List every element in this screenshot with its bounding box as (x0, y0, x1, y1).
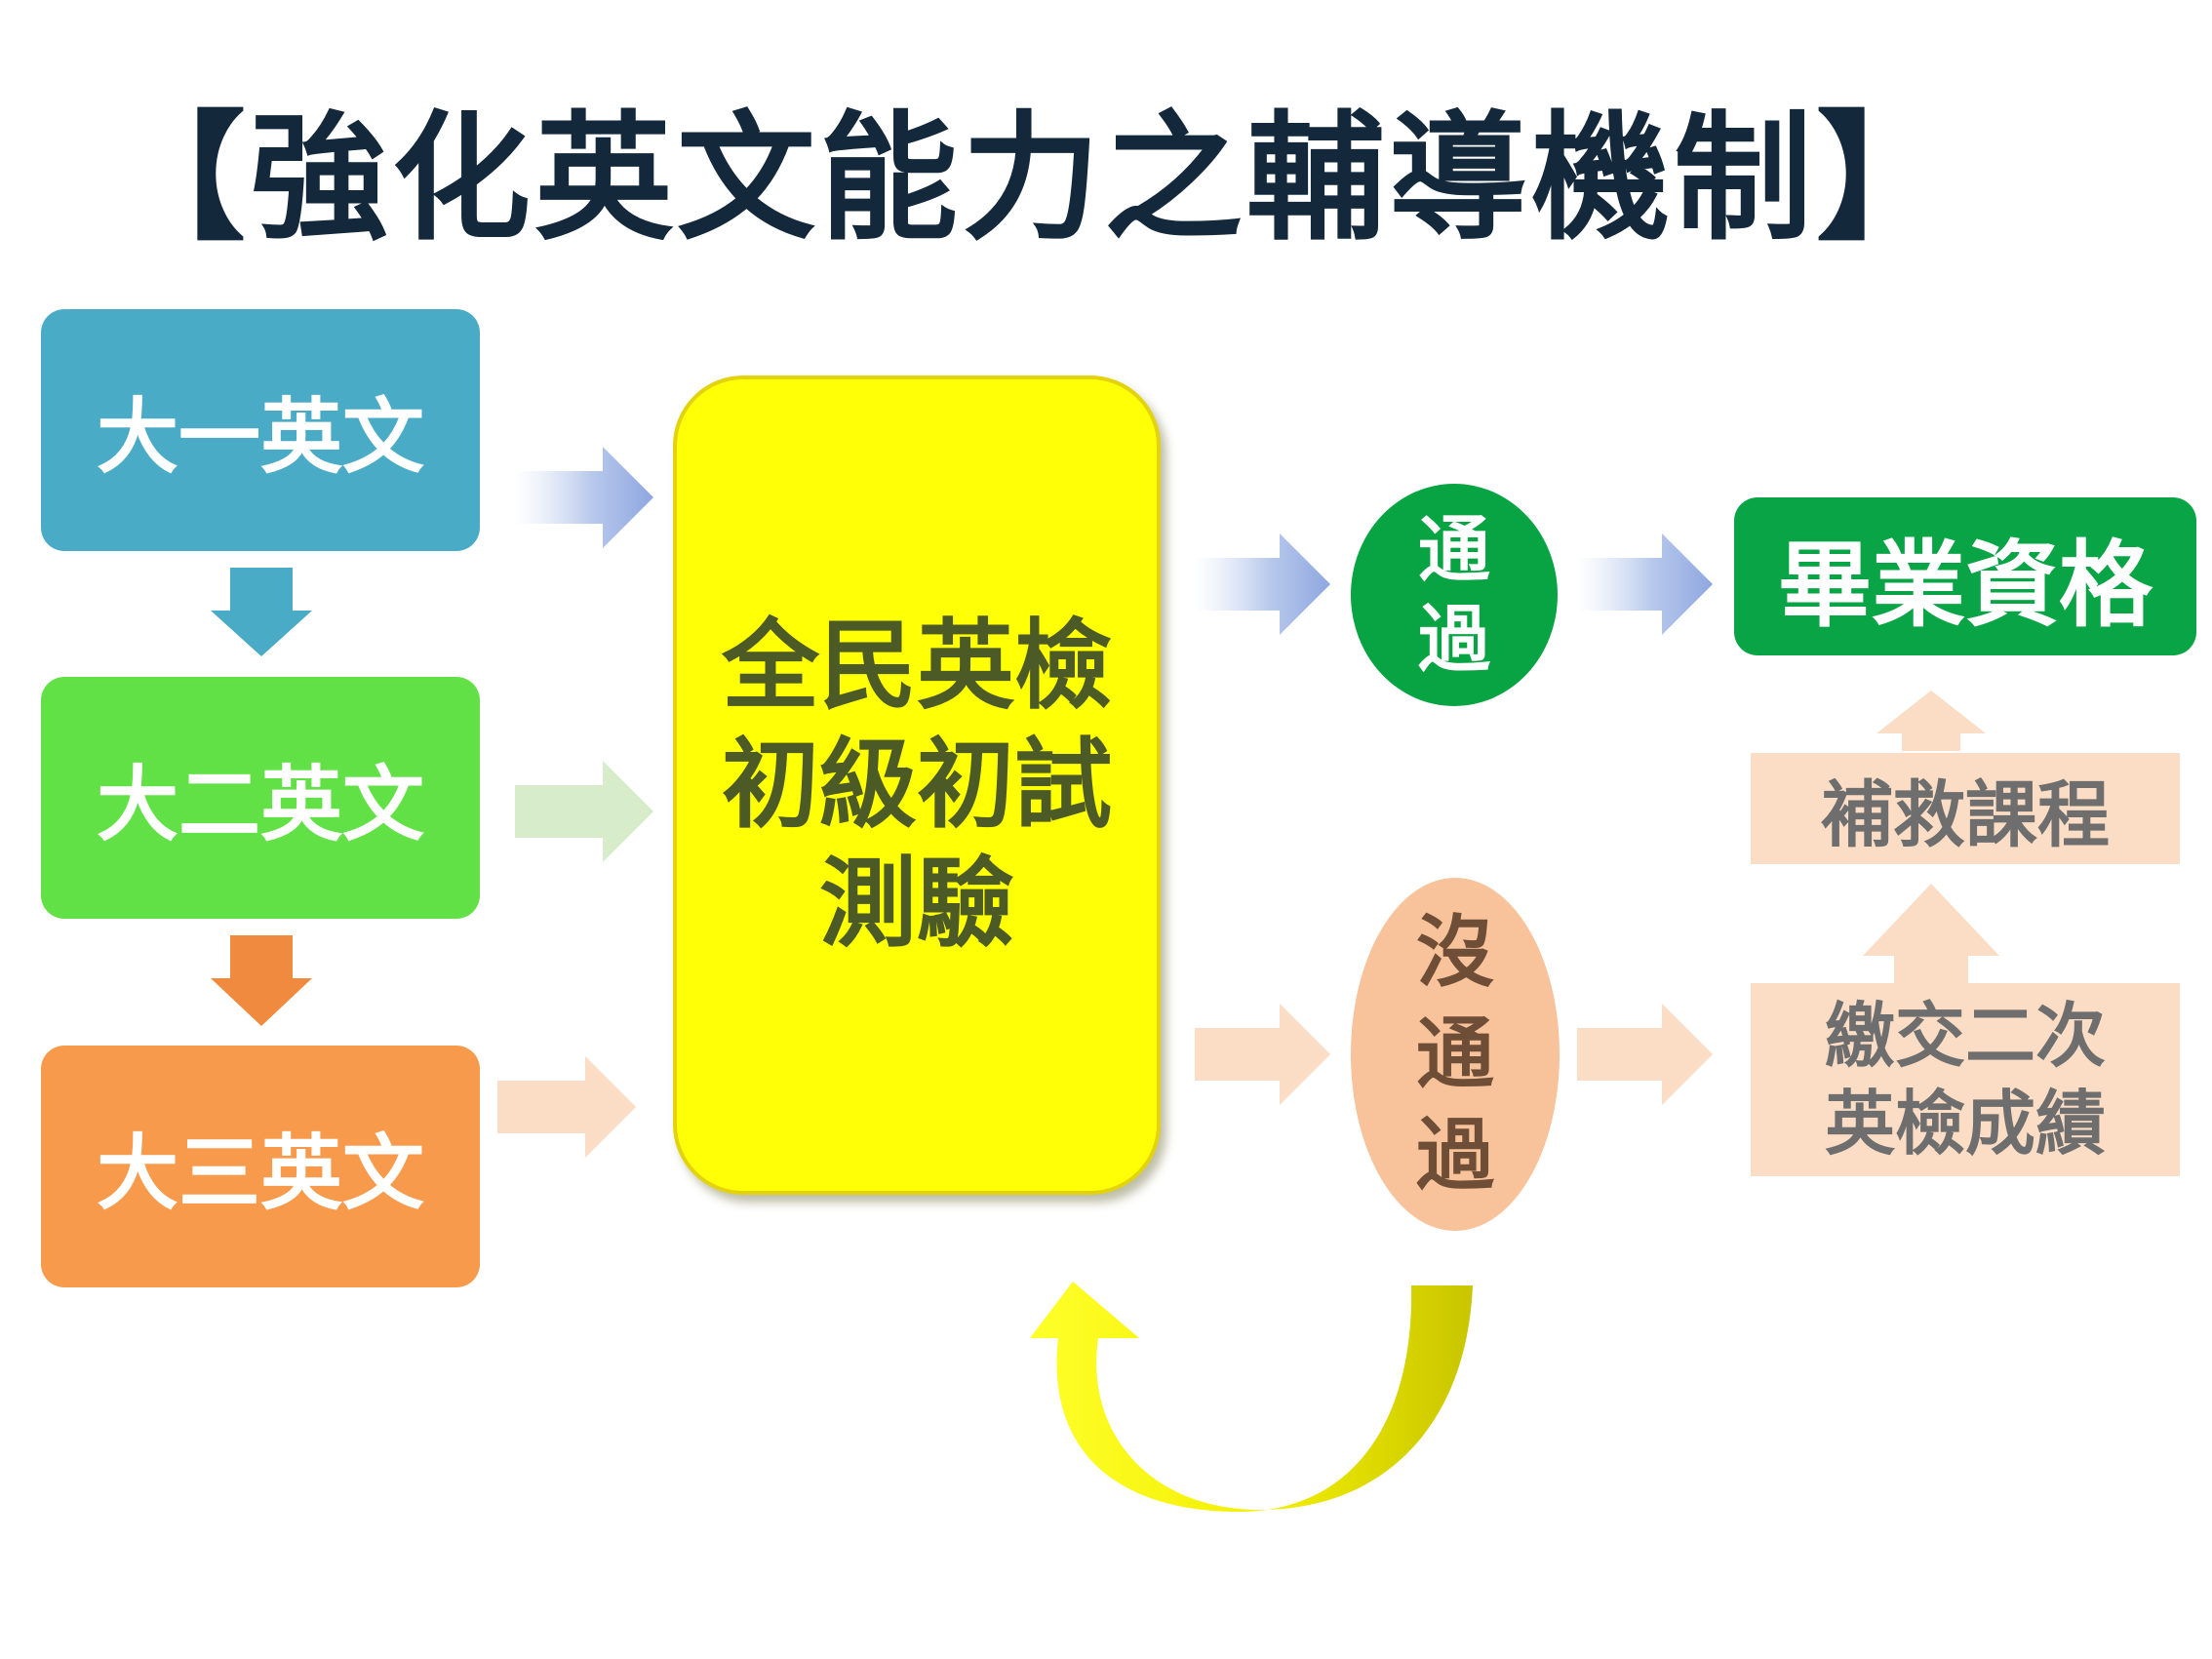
resubmit-line1: 繳交二次 (1824, 995, 2106, 1077)
arrow-test-to-pass-icon (1195, 533, 1330, 635)
fail-char2: 通 (1416, 1008, 1494, 1099)
course-year1: 大一英文 (41, 309, 480, 551)
down-arrow-2-icon (211, 935, 312, 1026)
arrow-year2-to-test-icon (515, 761, 653, 862)
resubmit-score: 繳交二次 英檢成績 (1751, 983, 2180, 1176)
course-year3: 大三英文 (41, 1046, 480, 1287)
pass-char2: 過 (1418, 598, 1490, 682)
arrow-year3-to-test-icon (497, 1056, 636, 1158)
fail-node: 沒 通 過 (1351, 878, 1560, 1231)
test-label-line3: 測驗 (819, 847, 1014, 961)
pass-node: 通 過 (1351, 484, 1558, 706)
arrow-pass-to-graduation-icon (1577, 533, 1713, 635)
test-label-line2: 初級初試 (722, 728, 1112, 842)
pass-char1: 通 (1418, 507, 1490, 592)
down-arrow-1-icon (211, 568, 312, 656)
arrow-year1-to-test-icon (515, 447, 653, 548)
retake-curved-arrow-icon (1030, 1282, 1473, 1512)
arrow-fail-to-resubmit-icon (1577, 1004, 1713, 1105)
test-label-line1: 全民英檢 (722, 609, 1112, 723)
arrow-resubmit-to-remedial-icon (1863, 884, 1999, 983)
course-year2: 大二英文 (41, 677, 480, 919)
fail-char1: 沒 (1416, 907, 1494, 998)
graduation-qualification: 畢業資格 (1734, 497, 2196, 655)
resubmit-line2: 英檢成績 (1824, 1083, 2106, 1165)
fail-char3: 過 (1416, 1110, 1494, 1201)
english-proficiency-test: 全民英檢 初級初試 測驗 (673, 375, 1161, 1195)
arrow-test-to-fail-icon (1195, 1004, 1330, 1105)
arrow-remedial-to-graduation-icon (1876, 691, 1986, 751)
remedial-course: 補救課程 (1751, 753, 2180, 864)
page-title: 【強化英文能力之輔導機制】 (107, 99, 1958, 259)
